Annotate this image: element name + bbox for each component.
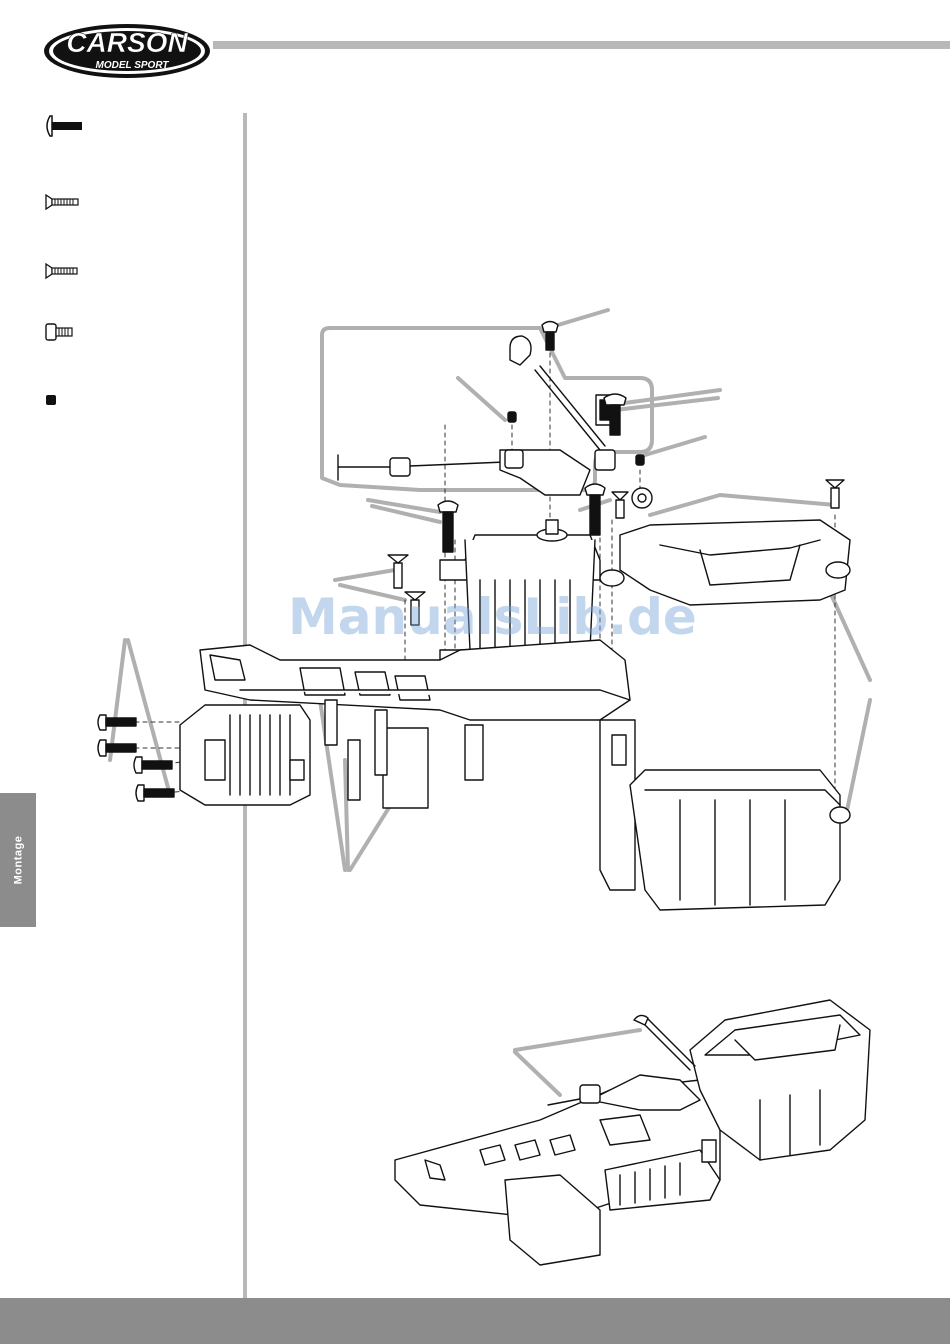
exploded-assembly-diagram xyxy=(0,0,950,1300)
footer-bar xyxy=(0,1298,950,1344)
